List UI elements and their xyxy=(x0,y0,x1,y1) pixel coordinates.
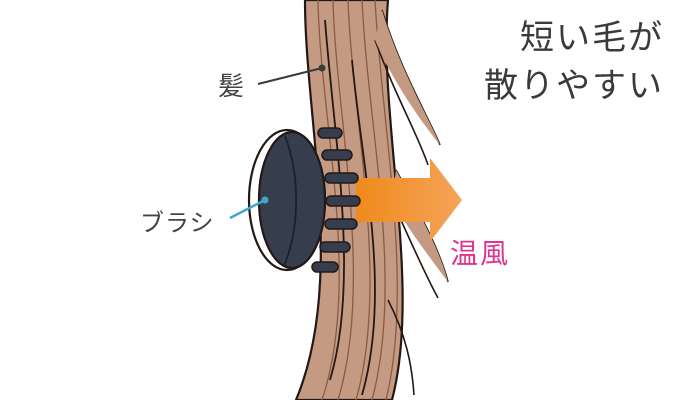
brush-bristle xyxy=(311,261,339,273)
hair-leader-dot xyxy=(318,64,326,72)
title-line-2: 散りやすい xyxy=(484,66,664,106)
title-line-1: 短い毛が xyxy=(520,18,664,58)
brush-bristle xyxy=(319,241,351,253)
stray-hair xyxy=(387,299,415,396)
brush-head xyxy=(257,130,327,270)
hair-dark-strands xyxy=(324,19,376,396)
brush-bristle xyxy=(324,172,359,184)
brush-bristle xyxy=(317,127,343,139)
brush-leader-line xyxy=(229,198,266,220)
brush-bristle xyxy=(324,218,358,230)
brush-bristle xyxy=(321,149,353,161)
stray-hair xyxy=(374,39,429,166)
brush-bristle xyxy=(325,195,361,207)
brush-leader-dot xyxy=(261,196,269,204)
brush-head-seam xyxy=(283,135,298,267)
hair-label: 髪 xyxy=(218,72,245,102)
hair-leader-line xyxy=(257,67,323,85)
warm-air-arrow xyxy=(356,158,462,242)
diagram-title: 短い毛が 散りやすい xyxy=(484,14,664,110)
brush-label: ブラシ xyxy=(140,209,215,237)
brush xyxy=(247,127,361,273)
warm-air-label: 温風 xyxy=(450,237,511,270)
